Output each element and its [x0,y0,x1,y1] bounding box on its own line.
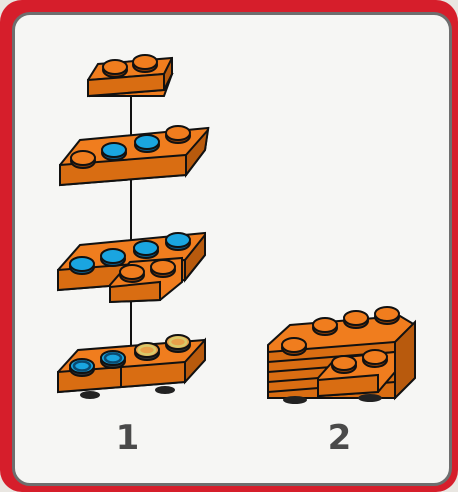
brick-plate-1x4 [59,125,210,187]
step-number-1: 1 [115,418,141,458]
brick-plate-base [57,333,206,399]
step-number-2: 2 [327,418,353,458]
brick-plate-stack [57,231,206,304]
brick-plate-1x2 [86,54,174,98]
assembled-model [267,306,416,404]
